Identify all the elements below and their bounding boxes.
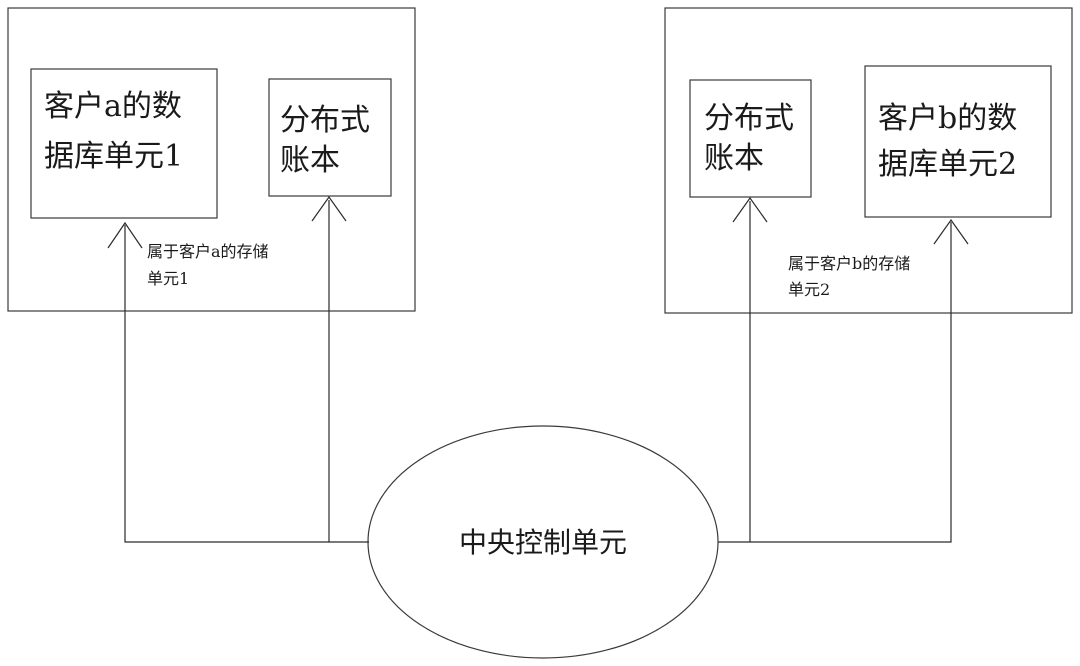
- client-b-db-box: [864, 65, 1052, 218]
- storage-a-label-line2: 单元1: [147, 269, 189, 288]
- arrowhead-ledger-a: [311, 195, 347, 222]
- ledger-b-label-line2: 账本: [704, 141, 764, 176]
- ledger-a-label-line2: 账本: [280, 143, 340, 178]
- client-b-db-label-line1: 客户b的数: [878, 101, 1017, 136]
- storage-a-label-line1: 属于客户a的存储: [147, 242, 269, 261]
- central-control-label: 中央控制单元: [459, 526, 627, 559]
- arrowhead-client-b-db: [933, 218, 969, 245]
- arrowhead-ledger-b: [732, 196, 768, 223]
- client-a-db-label-line2: 据库单元1: [44, 139, 183, 174]
- client-a-db-label-line1: 客户a的数: [44, 89, 182, 124]
- storage-b-label-line1: 属于客户b的存储: [788, 254, 910, 273]
- ledger-a-label-line1: 分布式: [280, 103, 370, 138]
- ledger-a-box: [268, 78, 392, 197]
- arrowhead-client-a-db: [107, 221, 143, 249]
- connector-central-to-client-a-db: [124, 225, 369, 543]
- ledger-b-box: [689, 79, 812, 198]
- client-a-db-box: [30, 68, 218, 219]
- storage-b-label-line2: 单元2: [788, 280, 830, 299]
- connector-central-to-client-b-db: [750, 222, 952, 543]
- ledger-b-label-line1: 分布式: [704, 101, 794, 136]
- client-b-db-label-line2: 据库单元2: [878, 147, 1017, 182]
